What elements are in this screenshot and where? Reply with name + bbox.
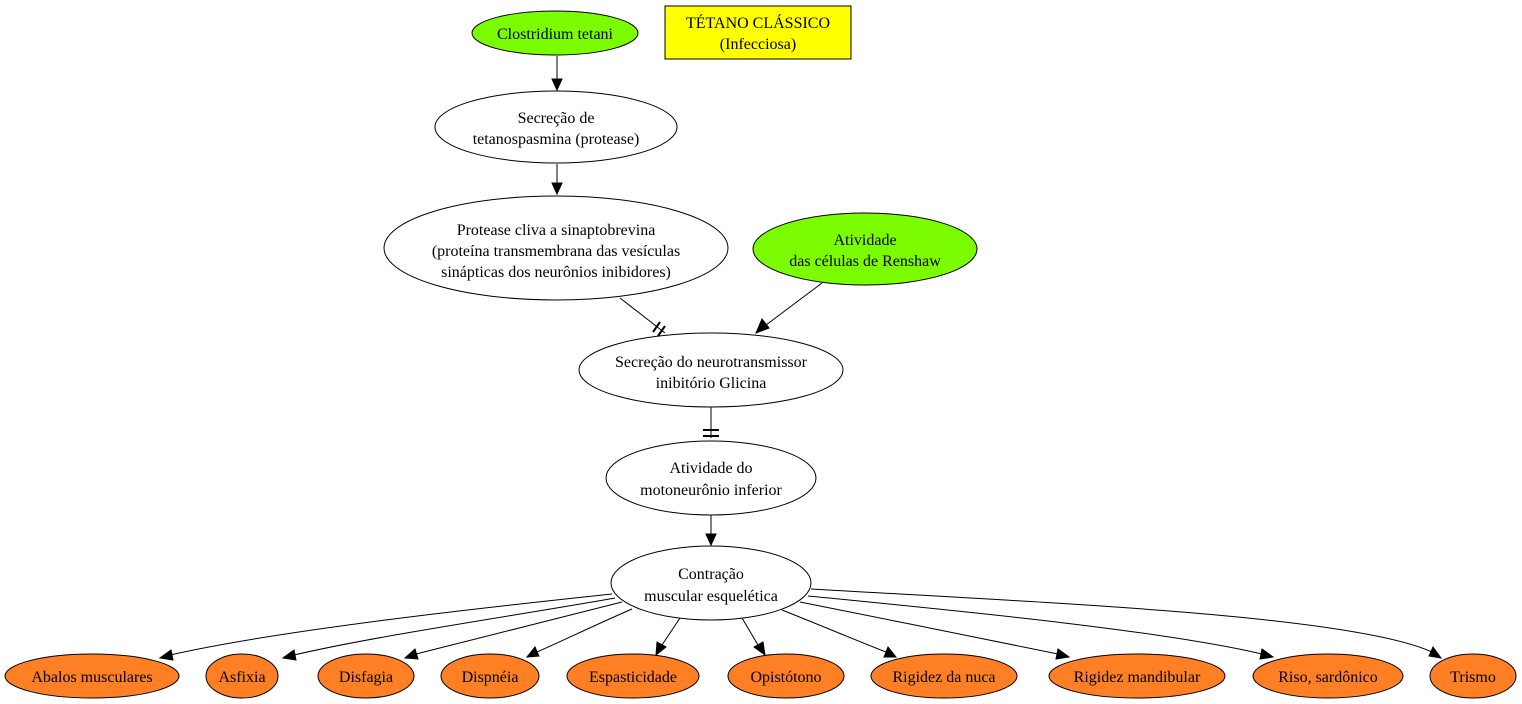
node-label: Atividade: [833, 232, 896, 249]
inhibit-mark: [657, 325, 666, 337]
arrowhead: [1055, 648, 1071, 660]
node-label: Protease cliva a sinaptobrevina: [457, 222, 656, 239]
symptom-opistotono: Opistótono: [727, 653, 845, 699]
title-line-1: TÉTANO CLÁSSICO: [686, 13, 830, 32]
edge-protease-inhibits-glicina: [619, 297, 666, 334]
symptom-label: Opistótono: [750, 669, 821, 686]
symptom-label: Asfixia: [218, 669, 265, 686]
title-line-2: (Infecciosa): [720, 36, 796, 53]
arrowhead: [705, 533, 717, 547]
node-label: Contração: [678, 566, 744, 583]
symptom-label: Rigidez da nuca: [892, 669, 995, 686]
edge-renshaw-glicina: [765, 282, 823, 326]
arrowhead: [281, 649, 297, 661]
symptom-rigidez-nuca: Rigidez da nuca: [870, 653, 1018, 699]
arrowhead: [755, 318, 770, 334]
node-label: (proteína transmembrana das vesículas: [432, 243, 680, 260]
symptom-abalos-musculares: Abalos musculares: [4, 653, 180, 699]
node-label: das células de Renshaw: [789, 253, 941, 270]
arrowhead: [525, 646, 540, 658]
symptom-label: Rigidez mandibular: [1074, 669, 1201, 686]
edge-contracao-rigidez-nuca: [781, 609, 887, 653]
arrowhead: [551, 182, 563, 196]
arrowhead: [753, 641, 766, 657]
edge-contracao-trismo: [810, 588, 1433, 653]
symptom-espasticidade: Espasticidade: [566, 653, 700, 699]
arrowhead: [403, 648, 419, 660]
node-label: Secreção de: [518, 110, 595, 127]
node-label: motoneurônio inferior: [640, 482, 782, 499]
symptom-label: Abalos musculares: [31, 669, 152, 686]
edge-contracao-riso: [807, 595, 1263, 655]
node-contracao: Contração muscular esquelética: [610, 545, 812, 621]
symptom-asfixia: Asfixia: [205, 653, 279, 699]
node-label: inibitório Glicina: [656, 375, 767, 392]
node-label: muscular esquelética: [644, 588, 778, 605]
node-label: sinápticas dos neurônios inibidores): [441, 264, 671, 281]
arrowhead: [158, 649, 174, 661]
symptom-dispneia: Dispnéia: [440, 653, 540, 699]
node-protease: Protease cliva a sinaptobrevina (proteín…: [383, 195, 729, 301]
edges: [158, 56, 1443, 661]
symptom-trismo: Trismo: [1429, 653, 1517, 699]
edge-contracao-opistotono: [741, 617, 759, 646]
symptom-label: Trismo: [1450, 669, 1496, 686]
node-label: tetanospasmina (protease): [473, 131, 640, 148]
arrowhead: [655, 641, 667, 657]
arrowhead: [883, 646, 898, 658]
edge-contracao-asfixia: [293, 597, 616, 656]
symptom-disfagia: Disfagia: [317, 653, 415, 699]
edge-contracao-abalos: [169, 593, 613, 656]
symptom-riso-sardonico: Riso, sardônico: [1252, 653, 1404, 699]
symptom-label: Espasticidade: [589, 669, 677, 686]
node-label: Atividade do: [669, 460, 752, 477]
arrowhead: [1259, 648, 1275, 660]
symptom-label: Dispnéia: [462, 669, 519, 686]
edge-contracao-rigidez-mandibular: [799, 601, 1059, 655]
node-renshaw: Atividade das células de Renshaw: [752, 212, 978, 286]
inhibit-mark: [652, 321, 661, 333]
node-label: Clostridium tetani: [497, 26, 614, 43]
node-clostridium: Clostridium tetani: [471, 10, 639, 56]
edge-contracao-espasticidade: [661, 617, 681, 646]
symptom-label: Riso, sardônico: [1278, 669, 1378, 686]
node-label: Secreção do neurotransmissor: [615, 354, 808, 371]
node-glicina: Secreção do neurotransmissor inibitório …: [578, 332, 844, 408]
arrowhead: [551, 78, 563, 92]
arrowhead: [1428, 646, 1443, 659]
symptom-label: Disfagia: [339, 669, 393, 686]
node-motoneuronio: Atividade do motoneurônio inferior: [605, 440, 817, 516]
symptom-rigidez-mandibular: Rigidez mandibular: [1048, 653, 1226, 699]
edge-contracao-disfagia: [415, 601, 623, 655]
edge-contracao-dispneia: [536, 608, 633, 653]
title-box: TÉTANO CLÁSSICO (Infecciosa): [664, 5, 852, 60]
node-secrecao-tetanospasmina: Secreção de tetanospasmina (protease): [434, 90, 678, 164]
